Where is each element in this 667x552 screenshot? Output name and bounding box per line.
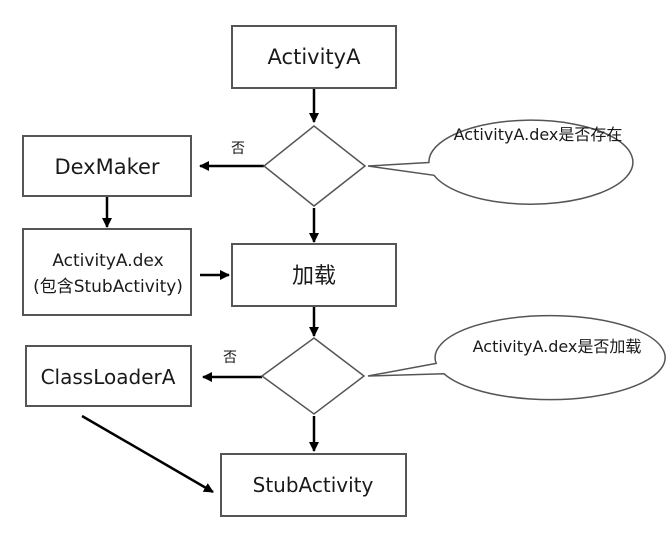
node-classloadera-label: ClassLoaderA [41,365,176,389]
no-label-dexmaker-branch: 否 [231,141,245,157]
bubble-dex-loaded [367,314,666,401]
arrow-classloader-to-stubactivity [81,414,214,494]
no-label-classloader-branch: 否 [223,350,237,366]
node-activitya-dex [22,228,192,316]
node-activitya-dex-line2: (包含StubActivity) [33,277,183,297]
node-classloadera [25,345,192,407]
node-dexmaker-label: DexMaker [54,155,159,179]
bubble-dex-loaded-text: ActivityA.dex是否加载 [473,337,642,356]
bubble-dex-exists-text: ActivityA.dex是否存在 [454,125,623,144]
decision-dex-loaded [260,337,366,415]
node-activitya [231,25,397,89]
node-stubactivity-label: StubActivity [253,473,374,497]
node-load-label: 加载 [292,264,336,289]
node-activitya-label: ActivityA [268,45,362,69]
node-activitya-dex-line1: ActivityA.dex [52,251,163,271]
node-load [231,243,397,307]
node-stubactivity [220,453,407,517]
decision-dex-exists [262,125,367,207]
bubble-dex-exists [367,119,634,205]
node-dexmaker [22,135,192,197]
